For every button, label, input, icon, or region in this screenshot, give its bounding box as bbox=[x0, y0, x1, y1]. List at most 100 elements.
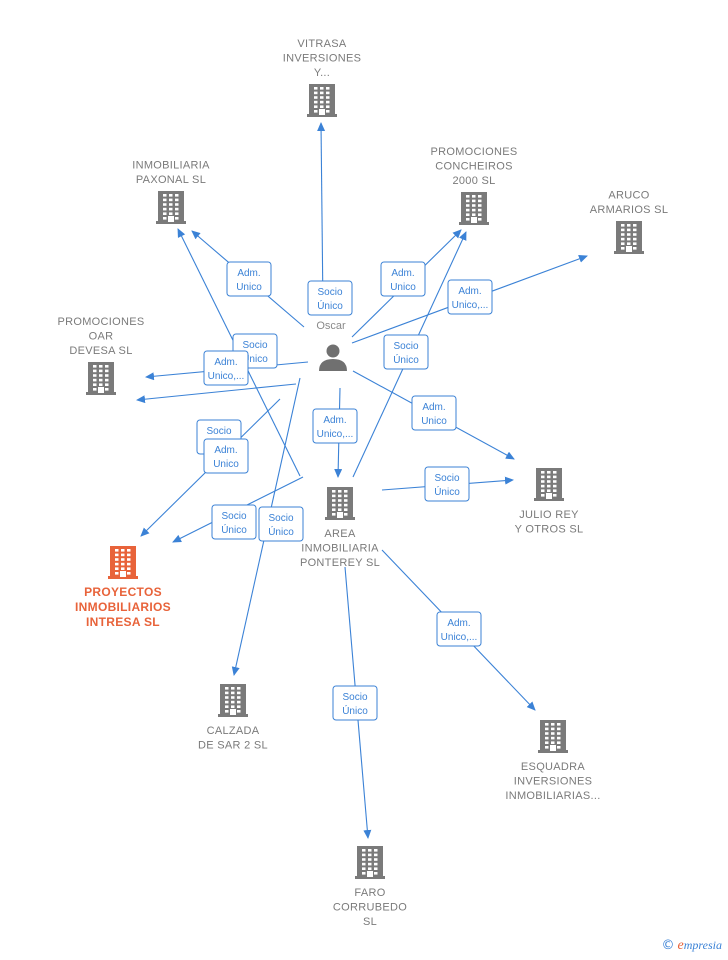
relation-text-line: Único bbox=[242, 352, 268, 365]
building-icon bbox=[355, 846, 385, 879]
company-node-esquadra[interactable]: ESQUADRAINVERSIONESINMOBILIARIAS... bbox=[505, 720, 600, 802]
person-label: Oscar bbox=[316, 320, 346, 332]
company-label-line: AREA bbox=[324, 528, 356, 540]
relation-text-line: Adm. bbox=[422, 402, 445, 413]
company-label-line: CORRUBEDO bbox=[333, 902, 407, 914]
company-label-line: CONCHEIROS bbox=[435, 161, 513, 173]
building-icon bbox=[156, 191, 186, 224]
company-label-line: PONTEREY SL bbox=[300, 557, 380, 569]
company-node-vitrasa[interactable]: VITRASA INVERSIONES Y... bbox=[283, 38, 362, 117]
company-label-line: OAR bbox=[89, 331, 114, 343]
relation-text-line: Adm. bbox=[237, 268, 260, 279]
relation-text-line: Socio bbox=[206, 426, 231, 437]
company-label-line: FARO bbox=[354, 887, 385, 899]
person-node[interactable]: Oscar bbox=[316, 320, 347, 371]
company-label-line: JULIO REY bbox=[519, 509, 579, 521]
relation-text-line: Adm. bbox=[214, 445, 237, 456]
company-label-line: INTRESA SL bbox=[86, 615, 160, 629]
relation-label-r9[interactable]: Adm.Unico bbox=[411, 395, 457, 431]
building-icon bbox=[325, 487, 355, 520]
relation-text-line: Adm. bbox=[447, 618, 470, 629]
relation-label-r2[interactable]: Adm. Unico bbox=[226, 261, 272, 297]
company-node-oar[interactable]: PROMOCIONES OAR DEVESA SL bbox=[57, 316, 144, 395]
company-label-line: Y OTROS SL bbox=[515, 524, 584, 536]
relation-edge bbox=[317, 122, 326, 311]
relation-text-line: Único bbox=[317, 299, 343, 312]
relation-text-line: Socio bbox=[317, 287, 342, 298]
building-icon bbox=[614, 221, 644, 254]
company-label-line: INMOBILIARIA bbox=[132, 160, 210, 172]
relation-text-line: Único bbox=[434, 485, 460, 498]
company-node-paxonal[interactable]: INMOBILIARIA PAXONAL SL bbox=[132, 160, 210, 225]
company-label-line: PROMOCIONES bbox=[430, 146, 517, 158]
edges-layer bbox=[136, 122, 588, 839]
company-label-line: INVERSIONES bbox=[283, 53, 362, 65]
building-icon bbox=[218, 684, 248, 717]
building-icon bbox=[86, 362, 116, 395]
brand-name: mpresia bbox=[683, 938, 722, 952]
relation-label-r8[interactable]: Adm.Unico,... bbox=[312, 408, 358, 444]
relation-text-line: Único bbox=[268, 525, 294, 538]
relation-edge bbox=[136, 383, 297, 404]
company-label-line: PAXONAL SL bbox=[136, 174, 206, 186]
building-icon bbox=[534, 468, 564, 501]
relation-text-line: Único bbox=[393, 353, 419, 366]
relation-text-line: Adm. bbox=[458, 286, 481, 297]
building-icon bbox=[307, 84, 337, 117]
building-icon bbox=[108, 546, 138, 579]
relation-text-line: Socio bbox=[221, 511, 246, 522]
relation-text-line: Unico,... bbox=[208, 371, 245, 382]
company-label-line: PROMOCIONES bbox=[57, 316, 144, 328]
person-layer: Oscar bbox=[316, 320, 347, 371]
brand-initial: e bbox=[677, 938, 684, 953]
company-label-line: PROYECTOS bbox=[84, 585, 162, 599]
relation-text-line: Adm. bbox=[391, 268, 414, 279]
relation-text-line: Unico,... bbox=[452, 300, 489, 311]
company-label-line: 2000 SL bbox=[452, 175, 495, 187]
company-label-line: ARUCO bbox=[608, 190, 649, 202]
relation-text-line: Socio bbox=[342, 692, 367, 703]
relation-text-line: Socio bbox=[268, 513, 293, 524]
company-label-line: ARMARIOS SL bbox=[590, 204, 669, 216]
company-node-aruco[interactable]: ARUCO ARMARIOS SL bbox=[590, 190, 669, 255]
relation-text-line: Unico bbox=[390, 282, 416, 293]
company-node-area[interactable]: AREA INMOBILIARIA PONTEREY SL bbox=[300, 487, 380, 569]
company-node-concheiros[interactable]: PROMOCIONES CONCHEIROS 2000 SL bbox=[430, 146, 517, 225]
company-label-line: INMOBILIARIOS bbox=[75, 600, 171, 614]
relation-label-r15[interactable]: Adm. Unico,... bbox=[436, 611, 482, 647]
relation-text-line: Unico,... bbox=[441, 632, 478, 643]
company-node-julio[interactable]: JULIO REY Y OTROS SL bbox=[515, 468, 584, 536]
relation-text-line: Unico bbox=[213, 459, 239, 470]
company-label-line: ESQUADRA bbox=[521, 761, 585, 773]
relation-label-r11[interactable]: Adm. Unico bbox=[203, 438, 249, 474]
relation-text-line: Socio bbox=[242, 340, 267, 351]
relation-text-line: Socio bbox=[434, 473, 459, 484]
relation-label-r6[interactable]: Adm. Unico,... bbox=[203, 350, 249, 386]
nodes-layer: AREA INMOBILIARIA PONTEREY SL VITRASA INVERS… bbox=[57, 38, 669, 928]
company-label-line: INMOBILIARIA bbox=[301, 543, 379, 555]
relation-text-line: Socio bbox=[393, 341, 418, 352]
building-icon bbox=[538, 720, 568, 753]
company-label-line: DEVESA SL bbox=[69, 345, 132, 357]
company-label-line: DE SAR 2 SL bbox=[198, 740, 268, 752]
relation-text-line: Unico bbox=[236, 282, 262, 293]
company-label-line: Y... bbox=[314, 67, 330, 79]
relation-text-line: Adm. bbox=[323, 415, 346, 426]
company-label-line: CALZADA bbox=[207, 725, 260, 737]
company-node-calzada[interactable]: CALZADA DE SAR 2 SL bbox=[198, 684, 268, 752]
relation-label-r4[interactable]: Adm. Unico,... bbox=[447, 279, 493, 315]
company-label-line: INMOBILIARIAS... bbox=[505, 790, 600, 802]
relation-label-r3[interactable]: Adm. Unico bbox=[380, 261, 426, 297]
relation-text-line: Adm. bbox=[214, 357, 237, 368]
company-label-line: VITRASA bbox=[297, 38, 347, 50]
